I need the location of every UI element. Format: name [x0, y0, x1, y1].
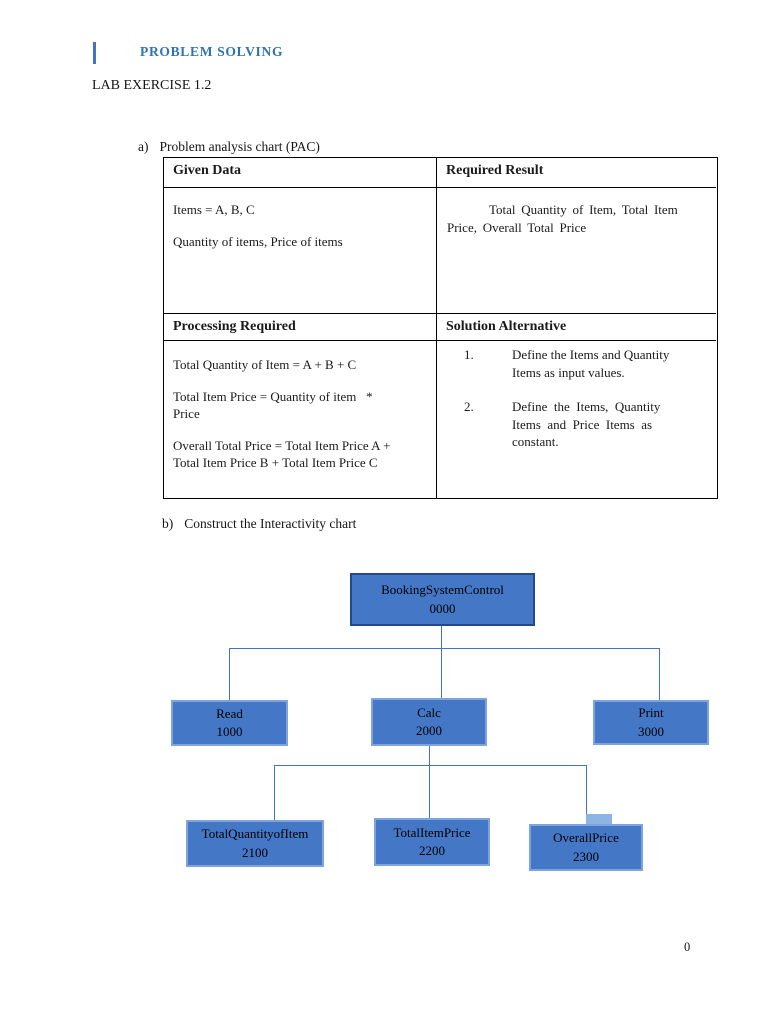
processing-formula-total-item-price: Total Item Price = Quantity of item * Pr… [173, 388, 373, 422]
processing-formula-overall-total-price: Overall Total Price = Total Item Price A… [173, 437, 391, 471]
node-code: 1000 [216, 724, 243, 739]
connector-root-stem [440, 626, 442, 649]
connector-to-totalitemprice [428, 766, 430, 819]
chart-node-bookingsystemcontrol: BookingSystemControl 0000 [350, 573, 535, 626]
pac-header-required-result: Required Result [437, 158, 716, 188]
connector-to-overallprice [585, 766, 587, 825]
chart-node-read: Read 1000 [171, 700, 288, 746]
pac-table: Given Data Required Result Items = A, B,… [163, 157, 718, 499]
node-code: 2200 [419, 843, 445, 858]
section-b-label: b) [162, 516, 174, 531]
lab-exercise-title: LAB EXERCISE 1.2 [92, 78, 212, 93]
pac-cell-required-result: Total Quantity of Item, Total Item Price… [437, 188, 716, 314]
solution-item-1-text: Define the Items and Quantity Items as i… [512, 347, 670, 380]
node-name: TotalQuantityofItem [201, 826, 309, 842]
node-name: Read [216, 705, 243, 721]
section-b-heading: b) Construct the Interactivity chart [162, 516, 356, 532]
node-code: 2100 [242, 844, 268, 860]
node-code: 2000 [416, 723, 442, 738]
node-code: 0000 [429, 600, 456, 616]
chart-node-calc: Calc 2000 [371, 698, 487, 746]
connector-to-print [658, 649, 660, 701]
chart-node-totalitemprice: TotalItemPrice 2200 [374, 818, 490, 866]
solution-item-2: 2. Define the Items, Quantity Items and … [446, 398, 708, 451]
section-a-heading: a) Problem analysis chart (PAC) [138, 139, 320, 155]
connector-to-read [228, 649, 230, 701]
given-data-items: Items = A, B, C [173, 202, 255, 217]
solution-item-1: 1. Define the Items and Quantity Items a… [446, 346, 708, 381]
section-a-label: a) [138, 139, 149, 154]
chart-node-overallprice: OverallPrice 2300 [529, 824, 643, 871]
solution-item-1-number: 1. [464, 347, 474, 362]
doc-header-title: PROBLEM SOLVING [140, 44, 284, 59]
pac-header-solution-alternative: Solution Alternative [437, 314, 716, 341]
page-number: 0 [684, 940, 691, 954]
section-b-title: Construct the Interactivity chart [184, 516, 357, 531]
given-data-quantity-price: Quantity of items, Price of items [173, 233, 343, 249]
pac-cell-given-data: Items = A, B, C Quantity of items, Price… [164, 188, 437, 314]
connector-calc-stem [428, 746, 430, 765]
connector-to-calc [440, 649, 442, 699]
header-accent-bar [93, 42, 96, 64]
connector-level3-rail [273, 764, 587, 766]
node-name: TotalItemPrice [393, 824, 471, 840]
pac-cell-solution-alternative: 1. Define the Items and Quantity Items a… [437, 341, 716, 498]
chart-node-print: Print 3000 [593, 700, 709, 745]
node-code: 2300 [573, 848, 599, 864]
section-a-title: Problem analysis chart (PAC) [159, 139, 320, 154]
node-name: BookingSystemControl [381, 582, 504, 598]
pac-header-processing-required: Processing Required [164, 314, 437, 341]
solution-item-2-number: 2. [464, 399, 474, 415]
solution-item-2-text: Define the Items, Quantity Items and Pri… [512, 399, 661, 450]
node-name: Calc [417, 704, 441, 720]
pac-cell-processing-required: Total Quantity of Item = A + B + C Total… [164, 341, 437, 498]
node-name: Print [638, 705, 664, 721]
connector-to-totalquantity [273, 766, 275, 821]
chart-node-totalquantityofitem: TotalQuantityofItem 2100 [186, 820, 324, 867]
node-code: 3000 [638, 723, 664, 739]
processing-formula-total-quantity: Total Quantity of Item = A + B + C [173, 357, 357, 372]
node-name: OverallPrice [553, 830, 619, 846]
connector-level2-rail [228, 647, 660, 649]
pac-header-given-data: Given Data [164, 158, 437, 188]
